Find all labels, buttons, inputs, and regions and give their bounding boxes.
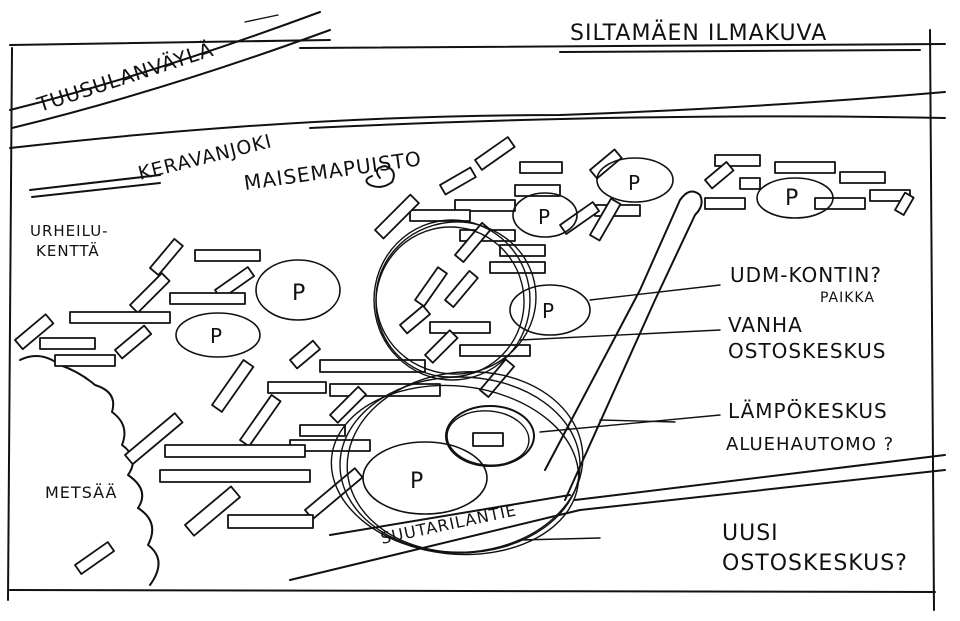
- roads: [289, 190, 946, 581]
- parking-area: [596, 157, 674, 203]
- forest-label: METSÄÄ: [45, 483, 117, 502]
- highway-label: TUUSULANVÄYLÄ: [33, 37, 216, 117]
- leader-lines: [519, 284, 721, 433]
- parking-symbols: P P P P P P P: [210, 171, 799, 494]
- old-center-label: OSTOSKESKUS: [728, 339, 886, 363]
- frame: [7, 29, 946, 611]
- old-center-label: VANHA: [728, 313, 803, 337]
- forest-edge: [19, 355, 160, 586]
- parking-area: [756, 177, 834, 219]
- parking-symbol: P: [410, 469, 424, 494]
- landscape-park-label: MAISEMAPUISTO: [242, 146, 423, 195]
- udm-container-label: UDM-KONTIN?: [730, 263, 882, 287]
- parking-areas: [175, 157, 834, 515]
- udm-container-label: PAIKKA: [820, 290, 875, 306]
- sketch-title: SILTAMÄEN ILMAKUVA: [570, 20, 827, 46]
- new-center-label: OSTOSKESKUS?: [722, 551, 908, 576]
- parking-area: [255, 259, 341, 321]
- parking-area: [175, 312, 261, 358]
- parking-area: [512, 192, 578, 238]
- sports-field-label: URHEILU-: [30, 222, 109, 240]
- highway: [9, 11, 331, 129]
- parking-symbol: P: [292, 281, 306, 306]
- parking-symbol: P: [785, 186, 799, 211]
- parking-area: [509, 284, 591, 336]
- parking-symbol: P: [210, 324, 223, 348]
- heating-plant-label: ALUEHAUTOMO ?: [726, 434, 894, 455]
- circled-zones: [330, 219, 584, 556]
- new-center-label: UUSI: [722, 521, 779, 546]
- parking-area: [362, 441, 488, 515]
- parking-symbol: P: [538, 205, 551, 229]
- sports-field-label: KENTTÄ: [36, 241, 100, 260]
- buildings: [14, 136, 915, 575]
- heating-plant-label: LÄMPÖKESKUS: [728, 399, 888, 423]
- parking-symbol: P: [542, 299, 555, 323]
- river: [9, 91, 946, 198]
- parking-symbol: P: [628, 171, 641, 195]
